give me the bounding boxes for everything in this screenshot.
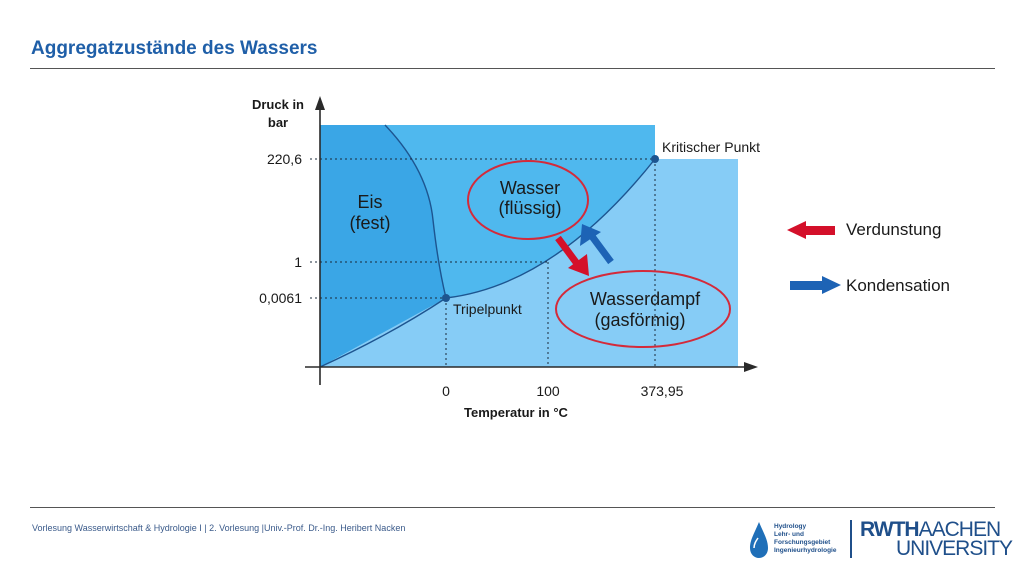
y-axis-arrowhead <box>315 96 325 110</box>
guide-lines <box>310 158 656 367</box>
x-tick-label-100: 100 <box>536 383 560 399</box>
y-tick-label-00061: 0,0061 <box>259 290 302 306</box>
footer-text: Vorlesung Wasserwirtschaft & Hydrologie … <box>32 523 406 533</box>
critical-point-label: Kritischer Punkt <box>662 139 760 155</box>
water-label-line2: (flüssig) <box>498 198 561 218</box>
x-axis-label: Temperatur in °C <box>464 405 569 420</box>
x-axis-arrowhead <box>744 362 758 372</box>
hydrology-logo-line3: Forschungsgebiet <box>774 539 831 546</box>
footer-divider <box>30 507 995 508</box>
rwth-logo-university: UNIVERSITY <box>896 537 1013 560</box>
ice-region <box>320 125 446 367</box>
sublimation-curve <box>319 297 447 368</box>
hydrology-logo-line4: Ingenieurhydrologie <box>774 547 837 554</box>
rwth-logo: RWTHAACHEN UNIVERSITY <box>860 518 1013 562</box>
evaporation-legend-label: Verdunstung <box>846 220 942 239</box>
hydrology-logo-line2: Lehr- und <box>774 531 804 538</box>
hydrology-logo: Hydrology Lehr- und Forschungsgebiet Ing… <box>748 520 848 562</box>
condensation-legend-label: Kondensation <box>846 276 950 295</box>
condensation-legend-arrow <box>790 276 841 294</box>
x-tick-label-37395: 373,95 <box>641 383 684 399</box>
evaporation-legend-arrow <box>787 221 835 239</box>
y-axis-label-line2: bar <box>268 115 288 130</box>
vapor-label-line1: Wasserdampf <box>590 289 701 309</box>
melting-curve <box>384 124 447 299</box>
rwth-logo-aachen: AACHEN <box>918 518 1002 541</box>
hydrology-logo-line1: Hydrology <box>774 523 807 530</box>
critical-point-marker <box>651 155 659 163</box>
ice-label-line2: (fest) <box>349 213 390 233</box>
condensation-arrow-diagram <box>580 224 614 265</box>
slide-title: Aggregatzustände des Wassers <box>31 38 318 59</box>
ice-label-line1: Eis <box>357 192 382 212</box>
triple-point-label: Tripelpunkt <box>453 301 522 317</box>
water-label-line1: Wasser <box>500 178 560 198</box>
triple-point-marker <box>442 294 450 302</box>
water-drop-icon <box>750 522 768 558</box>
vapor-ellipse <box>555 270 731 348</box>
y-tick-label-220: 220,6 <box>267 151 302 167</box>
logo-divider <box>850 520 852 558</box>
y-axis-label-line1: Druck in <box>252 97 304 112</box>
vapor-label-line2: (gasförmig) <box>594 310 685 330</box>
water-ellipse <box>467 160 589 240</box>
y-tick-label-1: 1 <box>294 254 302 270</box>
title-divider <box>30 68 995 69</box>
x-tick-label-0: 0 <box>442 383 450 399</box>
rwth-logo-rwth: RWTH <box>860 518 920 541</box>
vaporization-curve <box>445 158 656 299</box>
evaporation-arrow-diagram <box>555 235 589 276</box>
